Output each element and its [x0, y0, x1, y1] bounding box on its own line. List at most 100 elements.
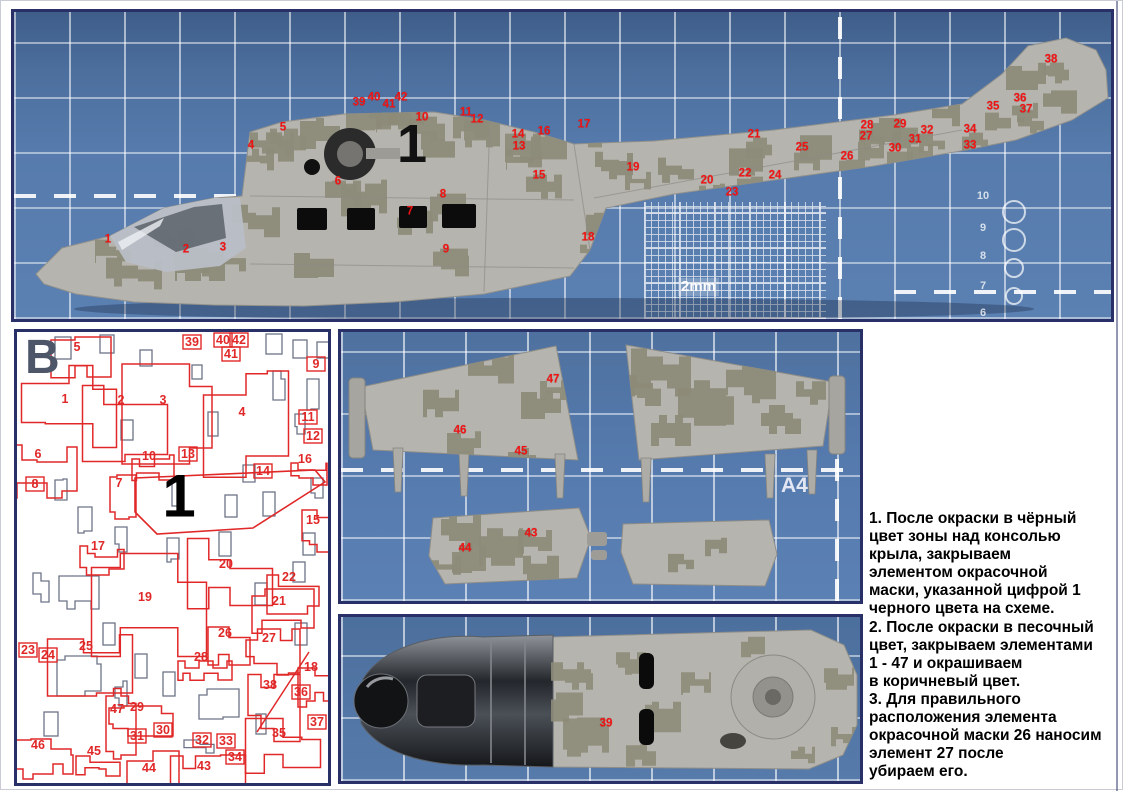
mask-number-43: 43 [524, 527, 538, 540]
mask-number-4: 4 [238, 404, 246, 419]
mask-number-45: 45 [514, 445, 528, 458]
mask-number-10: 10 [142, 448, 156, 463]
mask-number-1: 1 [104, 233, 112, 246]
mask-number-41: 41 [382, 98, 396, 111]
mask-number-47: 47 [546, 373, 560, 386]
mask-number-26: 26 [218, 625, 232, 640]
mask-number-13: 13 [181, 446, 195, 461]
mask-number-42: 42 [232, 332, 246, 347]
sheet-letter: B [25, 331, 60, 384]
mat-dashed-line [835, 402, 839, 601]
mask-number-40: 40 [367, 91, 381, 104]
mask-number-46: 46 [31, 737, 45, 752]
mask-number-44: 44 [458, 542, 472, 555]
mask-number-10: 10 [415, 111, 429, 124]
mask-number-28: 28 [860, 119, 874, 132]
mask-number-8: 8 [439, 188, 447, 201]
mask-number-30: 30 [888, 142, 902, 155]
mask-number-7: 7 [406, 205, 414, 218]
mask-number-2: 2 [182, 243, 190, 256]
mask-number-31: 31 [130, 728, 144, 743]
mask-number-46: 46 [453, 424, 467, 437]
mask-number-37: 37 [1019, 103, 1033, 116]
mask-number-23: 23 [725, 186, 739, 199]
mask-number-34: 34 [963, 123, 977, 136]
mat-dashed-line [894, 290, 1111, 294]
mask-number-36: 36 [294, 684, 308, 699]
mask-number-33: 33 [963, 139, 977, 152]
mask-number-22: 22 [738, 167, 752, 180]
mask-number-34: 34 [228, 749, 242, 764]
sheet-right-border [1116, 1, 1118, 791]
mask-number-20: 20 [219, 556, 233, 571]
mask-number-37: 37 [310, 714, 324, 729]
mask-number-38: 38 [1044, 53, 1058, 66]
mask-number-15: 15 [306, 512, 320, 527]
mask-number-9: 9 [442, 243, 450, 256]
mask-number-39: 39 [185, 334, 199, 349]
mask-number-22: 22 [282, 569, 296, 584]
mat-scale-number: 8 [979, 250, 987, 262]
mask-number-24: 24 [41, 647, 55, 662]
mask-number-26: 26 [840, 150, 854, 163]
mask-number-44: 44 [142, 760, 156, 775]
mask-number-16: 16 [537, 125, 551, 138]
painting-instructions-text: 1. После окраски в чёрный цвет зоны над … [869, 510, 1102, 781]
mat-scale-number: 7 [979, 280, 987, 292]
helicopter-fuselage-illustration [35, 37, 1109, 319]
fuselage-marking-1: 1 [396, 114, 428, 174]
mask-number-30: 30 [156, 722, 170, 737]
mask-number-labels: 39 [341, 617, 860, 781]
mat-scale-number: 6 [979, 307, 987, 319]
mask-number-40: 40 [216, 332, 230, 347]
mask-number-14: 14 [511, 128, 525, 141]
photo-nose-top-view: 39 [338, 614, 863, 784]
mask-number-27: 27 [262, 630, 276, 645]
mat-scale-number: 10 [976, 190, 990, 202]
mask-number-33: 33 [219, 733, 233, 748]
mask-number-8: 8 [31, 476, 39, 491]
cutting-mat-fine-grid [644, 202, 826, 319]
mask-number-39: 39 [352, 96, 366, 109]
mask-number-47: 47 [110, 701, 124, 716]
mask-number-19: 19 [138, 589, 152, 604]
mask-number-25: 25 [795, 141, 809, 154]
mask-number-5: 5 [73, 339, 81, 354]
mask-number-28: 28 [194, 649, 208, 664]
mask-number-16: 16 [298, 451, 312, 466]
nose-top-view-illustration [353, 629, 858, 770]
mask-number-31: 31 [908, 133, 922, 146]
mask-number-32: 32 [195, 732, 209, 747]
mask-number-13: 13 [512, 140, 526, 153]
mask-number-3: 3 [159, 392, 167, 407]
mask-number-11: 11 [301, 409, 315, 424]
mask-number-29: 29 [130, 699, 144, 714]
mask-number-3: 3 [219, 241, 227, 254]
mask-number-6: 6 [34, 446, 42, 461]
mat-scale-number: 9 [979, 222, 987, 234]
mask-number-1: 1 [61, 391, 69, 406]
mask-number-9: 9 [312, 356, 320, 371]
mask-number-11: 11 [459, 106, 473, 119]
mask-number-36: 36 [1013, 92, 1027, 105]
mask-number-27: 27 [859, 130, 873, 143]
mask-number-35: 35 [986, 100, 1000, 113]
mask-number-7: 7 [115, 475, 123, 490]
mask-number-23: 23 [21, 642, 35, 657]
wings-illustration [348, 344, 846, 587]
mask-number-42: 42 [394, 91, 408, 104]
mask-outlines-drawing [17, 332, 328, 783]
mask-number-12: 12 [306, 428, 320, 443]
mask-number-17: 17 [577, 118, 591, 131]
mask-number-17: 17 [91, 538, 105, 553]
mask-number-18: 18 [581, 231, 595, 244]
mask-number-38: 38 [263, 677, 277, 692]
mask-number-6: 6 [334, 175, 342, 188]
mat-2mm-label: 2mm [678, 278, 720, 296]
